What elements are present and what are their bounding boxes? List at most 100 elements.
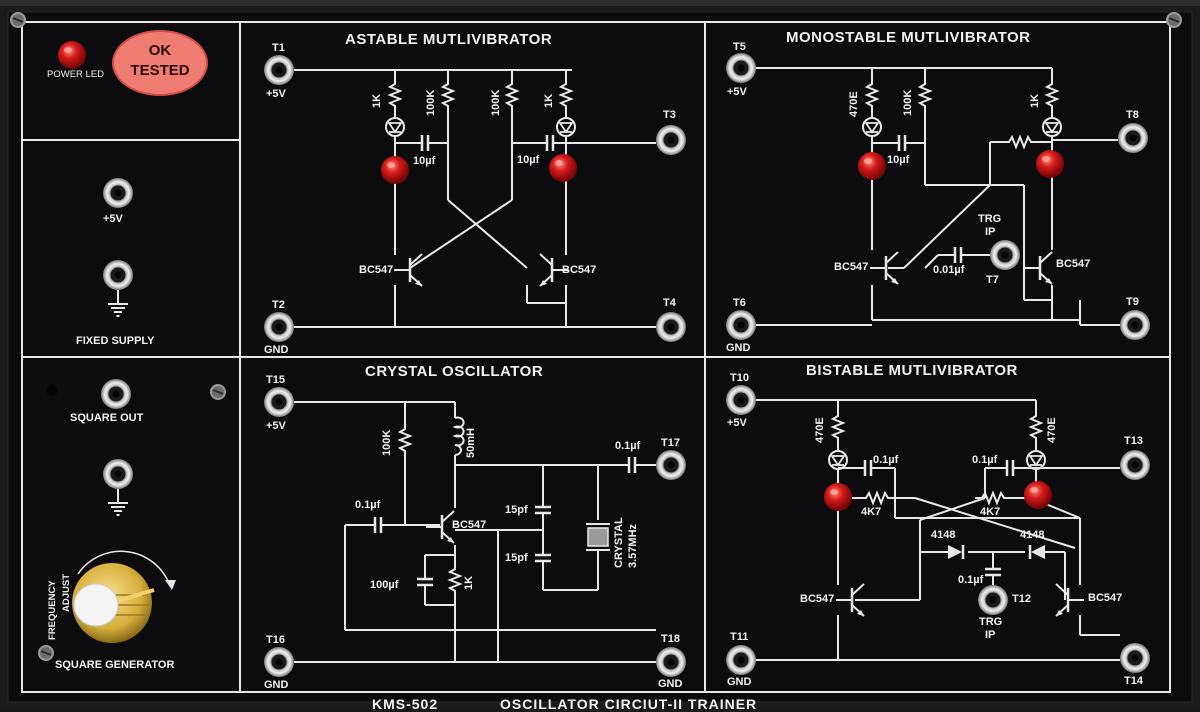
tested-label: TESTED [130, 62, 190, 79]
bistable-r1-label: 470E [814, 417, 826, 443]
t6-label: T6 [733, 297, 746, 309]
t11-label: T11 [730, 631, 749, 643]
bistable-q2-label: BC547 [1088, 592, 1123, 604]
crystal-r2-label: 1K [463, 575, 475, 590]
t14-label: T14 [1124, 675, 1143, 687]
power-led-label: POWER LED [47, 69, 105, 80]
t18-sub-label: GND [658, 678, 683, 690]
diode-icon [948, 545, 965, 559]
t17-label: T17 [661, 437, 680, 449]
monostable-r2-label: 100K [902, 89, 914, 116]
power-led [58, 41, 86, 69]
astable-t4-socket[interactable] [655, 311, 687, 343]
astable-q2-label: BC547 [562, 264, 597, 276]
monostable-r3-label: 1K [1029, 93, 1041, 108]
adjust-label: ADJUST [61, 573, 72, 612]
astable-c2-label: 10µf [517, 154, 540, 166]
bistable-r4-label: 4K7 [980, 506, 1001, 518]
crystal-t16-socket[interactable] [263, 646, 295, 678]
bistable-t11-socket[interactable] [725, 644, 757, 676]
astable-q1-label: BC547 [359, 264, 394, 276]
crystal-ce-label: 100µf [370, 579, 399, 591]
bistable-t13-socket[interactable] [1119, 449, 1151, 481]
crystal-circuit [294, 401, 656, 663]
bistable-led-1 [824, 483, 852, 511]
astable-r2-label: 100K [425, 89, 437, 116]
monostable-t8-socket[interactable] [1117, 122, 1149, 154]
astable-r1-label: 1K [371, 93, 383, 108]
model-number: KMS-502 [372, 696, 439, 712]
astable-t3-socket[interactable] [655, 124, 687, 156]
corner-screw [37, 644, 55, 662]
monostable-ip-label: IP [985, 226, 996, 238]
square-out-label: SQUARE OUT [70, 412, 144, 424]
inductor-icon [452, 416, 465, 456]
monostable-t6-socket[interactable] [725, 309, 757, 341]
fixed-supply-title: FIXED SUPPLY [76, 335, 155, 347]
crystal-c1-label: 15pf [505, 504, 528, 516]
t3-label: T3 [663, 109, 676, 121]
crystal-t17-socket[interactable] [655, 449, 687, 481]
bistable-d1-label: 4148 [931, 529, 956, 541]
t4-label: T4 [663, 297, 676, 309]
fixed-supply-5v-socket[interactable] [102, 177, 134, 209]
t2-sub-label: GND [264, 344, 289, 356]
astable-t2-socket[interactable] [263, 311, 295, 343]
bistable-c3-label: 0.1µf [958, 574, 984, 586]
bistable-t12-trigger-socket[interactable] [977, 584, 1009, 616]
bistable-t14-socket[interactable] [1119, 642, 1151, 674]
astable-r3-label: 100K [490, 89, 502, 116]
t11-sub-label: GND [727, 676, 752, 688]
t16-sub-label: GND [264, 679, 289, 691]
t18-label: T18 [661, 633, 680, 645]
monostable-led-1 [858, 152, 886, 180]
monostable-title: MONOSTABLE MUTLIVIBRATOR [786, 29, 1031, 46]
mount-screw [209, 383, 227, 401]
mount-hole [46, 384, 58, 396]
bistable-led-2 [1024, 481, 1052, 509]
monostable-t7-trigger-socket[interactable] [989, 239, 1021, 271]
t8-label: T8 [1126, 109, 1139, 121]
monostable-t9-socket[interactable] [1119, 309, 1151, 341]
crystal-l1-label: 50mH [465, 428, 477, 458]
monostable-q1-label: BC547 [834, 261, 869, 273]
t7-label: T7 [986, 274, 999, 286]
frequency-label: FREQUENCY [47, 580, 58, 640]
crystal-name-label: CRYSTAL [613, 517, 625, 568]
t12-label: T12 [1012, 593, 1031, 605]
t16-label: T16 [266, 634, 285, 646]
bistable-ip-label: IP [985, 629, 996, 641]
crystal-q1-label: BC547 [452, 519, 487, 531]
monostable-r1-label: 470E [848, 91, 860, 117]
square-out-socket[interactable] [100, 378, 132, 410]
astable-t1-socket[interactable] [263, 54, 295, 86]
crystal-t15-socket[interactable] [263, 386, 295, 418]
corner-screw [1165, 11, 1183, 29]
bistable-r2-label: 470E [1046, 417, 1058, 443]
astable-r4-label: 1K [543, 93, 555, 108]
t1-sub-label: +5V [266, 88, 286, 100]
t10-label: T10 [730, 372, 749, 384]
bistable-t10-socket[interactable] [725, 384, 757, 416]
astable-led-2 [549, 154, 577, 182]
panel-grid [21, 21, 1171, 693]
ok-label: OK [148, 42, 172, 59]
t5-sub-label: +5V [727, 86, 747, 98]
t9-label: T9 [1126, 296, 1139, 308]
t10-sub-label: +5V [727, 417, 747, 429]
monostable-t5-socket[interactable] [725, 52, 757, 84]
crystal-r1-label: 100K [381, 429, 393, 456]
fixed-supply-5v-label: +5V [103, 213, 123, 225]
t2-label: T2 [272, 299, 285, 311]
t15-label: T15 [266, 374, 285, 386]
bistable-d2-label: 4148 [1020, 529, 1045, 541]
frequency-adjust-knob[interactable] [72, 550, 176, 643]
ok-tested-sticker: OK TESTED [112, 30, 208, 96]
bistable-r3-label: 4K7 [861, 506, 882, 518]
fixed-supply-gnd-socket[interactable] [102, 259, 134, 291]
square-gnd-socket[interactable] [102, 458, 134, 490]
crystal-t18-socket[interactable] [655, 646, 687, 678]
square-generator-title: SQUARE GENERATOR [55, 659, 175, 671]
